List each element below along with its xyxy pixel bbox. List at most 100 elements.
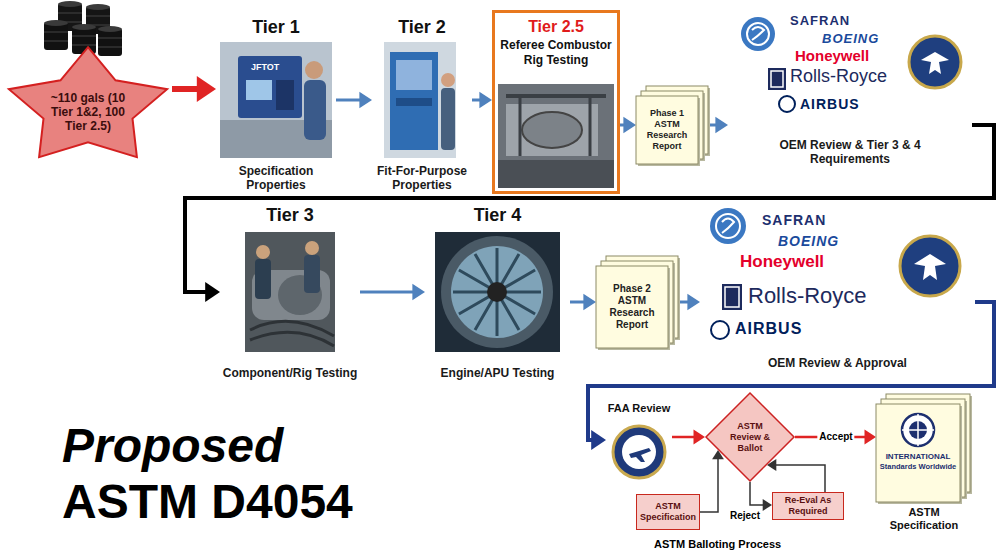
page	[596, 266, 668, 348]
fuel-barrels	[72, 26, 96, 54]
connector	[472, 92, 492, 109]
logo-wordmark: Honeywell	[795, 47, 869, 64]
heading: Tier 4	[474, 204, 522, 226]
fuel-barrels	[44, 1, 122, 56]
node-label: Phase 1 ASTM Research Report	[639, 108, 695, 152]
fuel-barrels	[58, 13, 82, 14]
tier-box: Tier 1Specification Properties	[216, 16, 336, 192]
page	[876, 404, 960, 502]
connector	[360, 284, 425, 301]
lab-photo	[246, 80, 272, 100]
oem-logos	[914, 254, 946, 280]
connector-line	[750, 482, 765, 505]
faa-seal	[613, 426, 665, 478]
report-stack: Phase 2 ASTM Research Report	[596, 256, 680, 348]
edge-label: Reject	[728, 510, 762, 522]
lab-photo	[220, 42, 332, 158]
fuel-barrels	[72, 45, 96, 46]
tier-box: Tier 4 Engine/APU Testing	[425, 204, 570, 380]
star-shape	[9, 47, 167, 157]
node-outline	[876, 394, 972, 502]
fuel-barrels	[86, 16, 110, 17]
arrowhead	[583, 294, 596, 311]
lab-photo	[305, 61, 323, 79]
logo-wordmark: AIRBUS	[800, 96, 860, 112]
report-stack: Phase 1 ASTM Research Report	[636, 86, 710, 164]
connector	[750, 482, 772, 511]
faa-seal	[622, 435, 656, 469]
text-area: ~110 gals (10 Tier 1&2, 100 Tier 2.5)	[43, 84, 133, 140]
arrowhead	[479, 92, 492, 109]
fuel-barrels	[44, 41, 68, 42]
arrowhead	[412, 284, 425, 301]
lab-photo	[304, 80, 326, 140]
logo-wordmark: SAFRAN	[762, 212, 826, 228]
component-rig-photo	[304, 255, 320, 293]
text-area: Phase 2 ASTM Research Report	[596, 266, 668, 348]
component-rig-photo	[250, 321, 334, 346]
fuel-barrels	[44, 32, 68, 33]
edge-label: Accept	[817, 431, 854, 443]
caption: Engine/APU Testing	[441, 366, 555, 380]
connector	[680, 294, 700, 311]
oem-logos	[900, 236, 960, 296]
connector-line	[672, 436, 696, 439]
lab-photo	[390, 52, 438, 150]
lab-photo	[220, 42, 332, 158]
connector-line	[774, 465, 825, 492]
decision-diamond: ASTM Review & Ballot	[705, 392, 795, 482]
combustor-rig-photo	[522, 112, 582, 148]
engine-photo	[435, 232, 560, 352]
oem-logos	[722, 284, 742, 310]
connector	[185, 125, 994, 302]
combustor-rig-photo	[498, 160, 614, 188]
arrowhead	[715, 117, 728, 134]
lab-photo	[276, 80, 294, 110]
lab-photo	[396, 60, 432, 90]
connector	[767, 459, 825, 492]
lab-photo	[384, 42, 456, 158]
lab-photo	[441, 73, 455, 87]
oem-logos	[752, 27, 764, 40]
logo-text: Standards Worldwide	[880, 463, 957, 472]
connector	[710, 117, 728, 134]
engine-photo	[487, 282, 507, 302]
tier-box: Tier 3Component/Rig Testing	[220, 204, 360, 380]
fuel-barrels	[58, 1, 82, 7]
fuel-barrels	[44, 22, 68, 50]
engine-photo	[435, 232, 560, 352]
oem-logos	[909, 36, 961, 88]
oem-logos	[768, 68, 786, 90]
title: Proposed ASTM D4054	[62, 418, 392, 530]
fuel-barrels	[98, 47, 122, 48]
connector-line	[172, 86, 201, 92]
node-label: OEM Review & Tier 3 & 4 Requirements	[763, 138, 938, 166]
page	[636, 96, 698, 164]
arrowhead	[197, 76, 216, 102]
tier-box: Tier 2Fit-For-Purpose Properties	[372, 16, 472, 192]
logo-text: INTERNATIONAL	[886, 452, 951, 461]
logo-wordmark: Honeywell	[740, 252, 824, 272]
oem-logos	[921, 52, 949, 74]
oem-logos	[722, 219, 734, 234]
arrowhead	[623, 117, 636, 134]
faa-seal	[613, 426, 665, 478]
oem-logos	[741, 17, 961, 112]
engine-photo	[451, 246, 543, 338]
fuel-barrels	[98, 28, 122, 56]
component-rig-photo	[255, 259, 271, 299]
node-label: ~110 gals (10 Tier 1&2, 100 Tier 2.5)	[43, 91, 133, 133]
connector	[336, 92, 372, 109]
referee-tier-box: Tier 2.5Referee Combustor Rig Testing	[492, 10, 620, 194]
oem-logos	[710, 208, 746, 244]
lab-photo	[441, 88, 455, 150]
engine-photo	[453, 248, 541, 336]
node-label: Phase 2 ASTM Research Report	[601, 283, 663, 331]
oem-logos	[747, 23, 769, 45]
node-label: ASTM Specification	[637, 501, 699, 523]
fuel-barrels	[72, 36, 96, 37]
text-area: ASTM Specification	[637, 495, 699, 529]
fuel-barrels	[98, 38, 122, 39]
engine-photo	[441, 236, 553, 348]
node-label: ASTM Review & Ballot	[725, 421, 775, 454]
